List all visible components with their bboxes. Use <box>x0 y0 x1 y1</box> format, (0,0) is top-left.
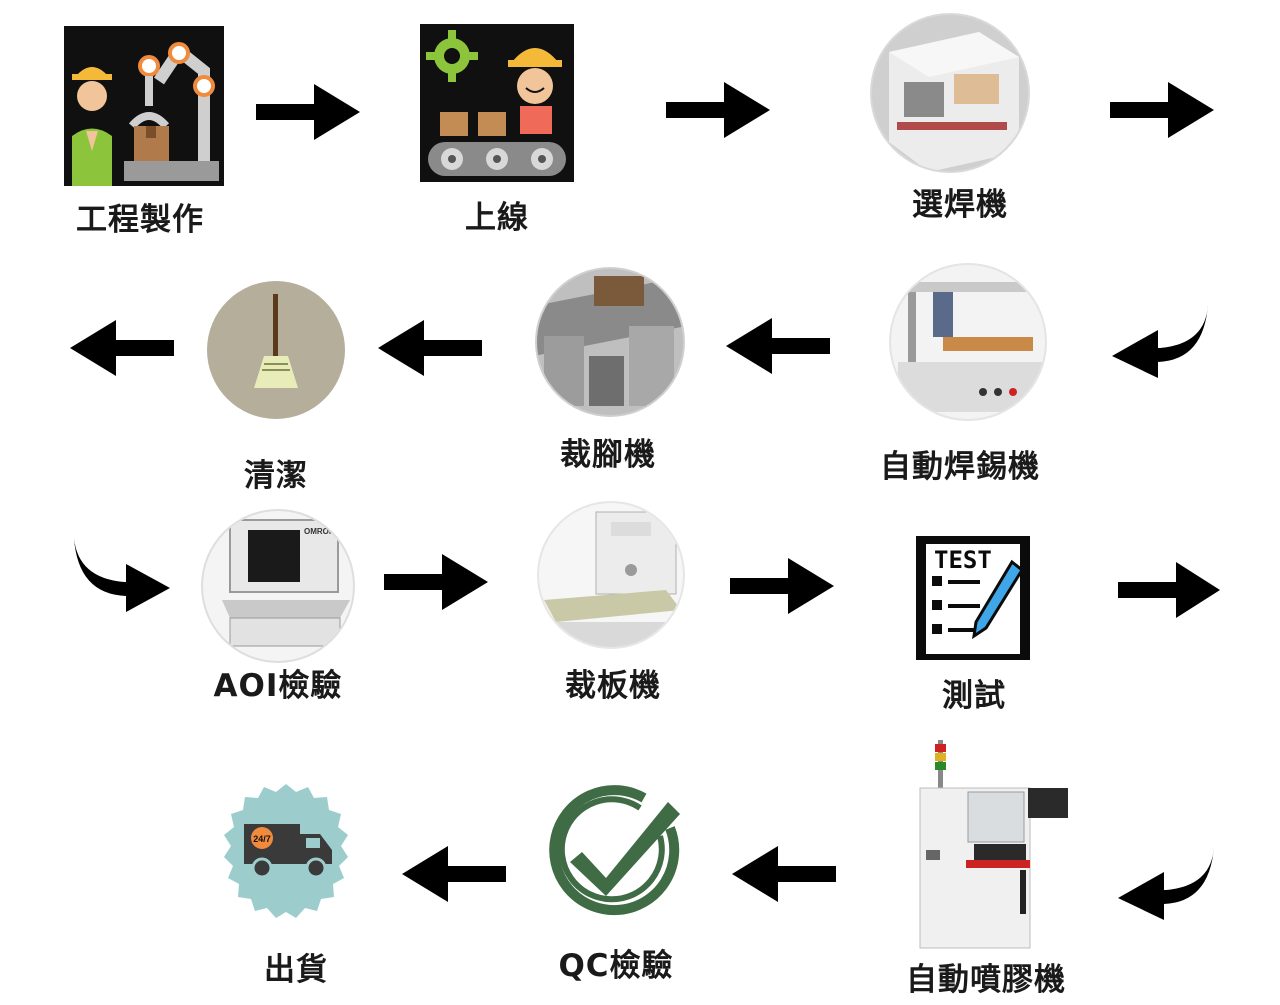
step-lead-cutting-photo <box>534 266 686 418</box>
step-auto-dispensing-label: 自動噴膠機 <box>906 962 1066 998</box>
flow-arrow-right-icon <box>1110 80 1216 140</box>
flow-arrow-right-icon <box>384 552 490 612</box>
engineer-robot-arm-icon <box>64 26 224 186</box>
auto-soldering-machine-photo <box>889 263 1047 421</box>
step-auto-soldering-photo <box>888 262 1048 422</box>
step-test-icon: TEST <box>916 536 1030 660</box>
flow-arrow-right-icon <box>730 556 836 616</box>
lead-cutting-machine-photo <box>535 267 685 417</box>
delivery-truck-icon: 24/7 <box>224 784 348 918</box>
step-engineering-label: 工程製作 <box>76 202 204 238</box>
step-online-icon <box>420 24 574 182</box>
aoi-inspection-machine-photo: OMRON <box>201 509 355 663</box>
flow-arrow-left-icon <box>376 320 482 376</box>
selective-soldering-machine-photo <box>870 13 1030 173</box>
step-engineering-icon <box>64 26 224 186</box>
flow-curved-arrow-icon <box>1114 842 1218 922</box>
step-selective-soldering-label: 選焊機 <box>912 187 1008 223</box>
flow-arrow-left-icon <box>730 846 836 902</box>
step-cleaning-icon <box>206 280 346 420</box>
test-title-text: TEST <box>934 546 992 574</box>
flow-curved-arrow-icon <box>1108 300 1212 380</box>
step-shipping-icon: 24/7 <box>206 772 366 932</box>
flow-arrow-right-icon <box>666 80 772 140</box>
auto-dispensing-machine-photo <box>919 740 1068 949</box>
truck-badge-text: 24/7 <box>253 834 271 844</box>
step-test-label: 測試 <box>942 678 1006 714</box>
broom-icon <box>207 281 345 419</box>
step-qc-icon <box>540 776 690 926</box>
step-aoi-photo: OMRON <box>200 508 356 664</box>
flow-arrow-left-icon <box>68 320 174 376</box>
flow-arrow-left-icon <box>724 318 830 374</box>
step-board-cutting-photo <box>536 500 686 650</box>
brand-text: OMRON <box>304 527 335 536</box>
step-shipping-label: 出貨 <box>264 952 328 988</box>
board-cutting-machine-photo <box>537 501 685 649</box>
step-board-cutting-label: 裁板機 <box>565 668 661 704</box>
qc-checkmark-icon <box>549 785 680 916</box>
flow-arrow-right-icon <box>1118 560 1222 620</box>
flow-curved-arrow-icon <box>70 534 174 614</box>
step-auto-soldering-label: 自動焊錫機 <box>880 449 1040 485</box>
test-checklist-icon: TEST <box>916 536 1030 660</box>
step-lead-cutting-label: 裁腳機 <box>560 437 656 473</box>
step-aoi-label: AOI檢驗 <box>213 668 343 704</box>
step-selective-soldering-photo <box>869 12 1031 174</box>
worker-conveyor-icon <box>420 24 574 182</box>
flow-arrow-left-icon <box>400 846 506 902</box>
step-auto-dispensing-photo <box>916 740 1076 950</box>
step-qc-label: QC檢驗 <box>558 948 674 984</box>
step-online-label: 上線 <box>465 200 529 236</box>
flow-arrow-right-icon <box>256 82 362 142</box>
step-cleaning-label: 清潔 <box>244 458 308 494</box>
